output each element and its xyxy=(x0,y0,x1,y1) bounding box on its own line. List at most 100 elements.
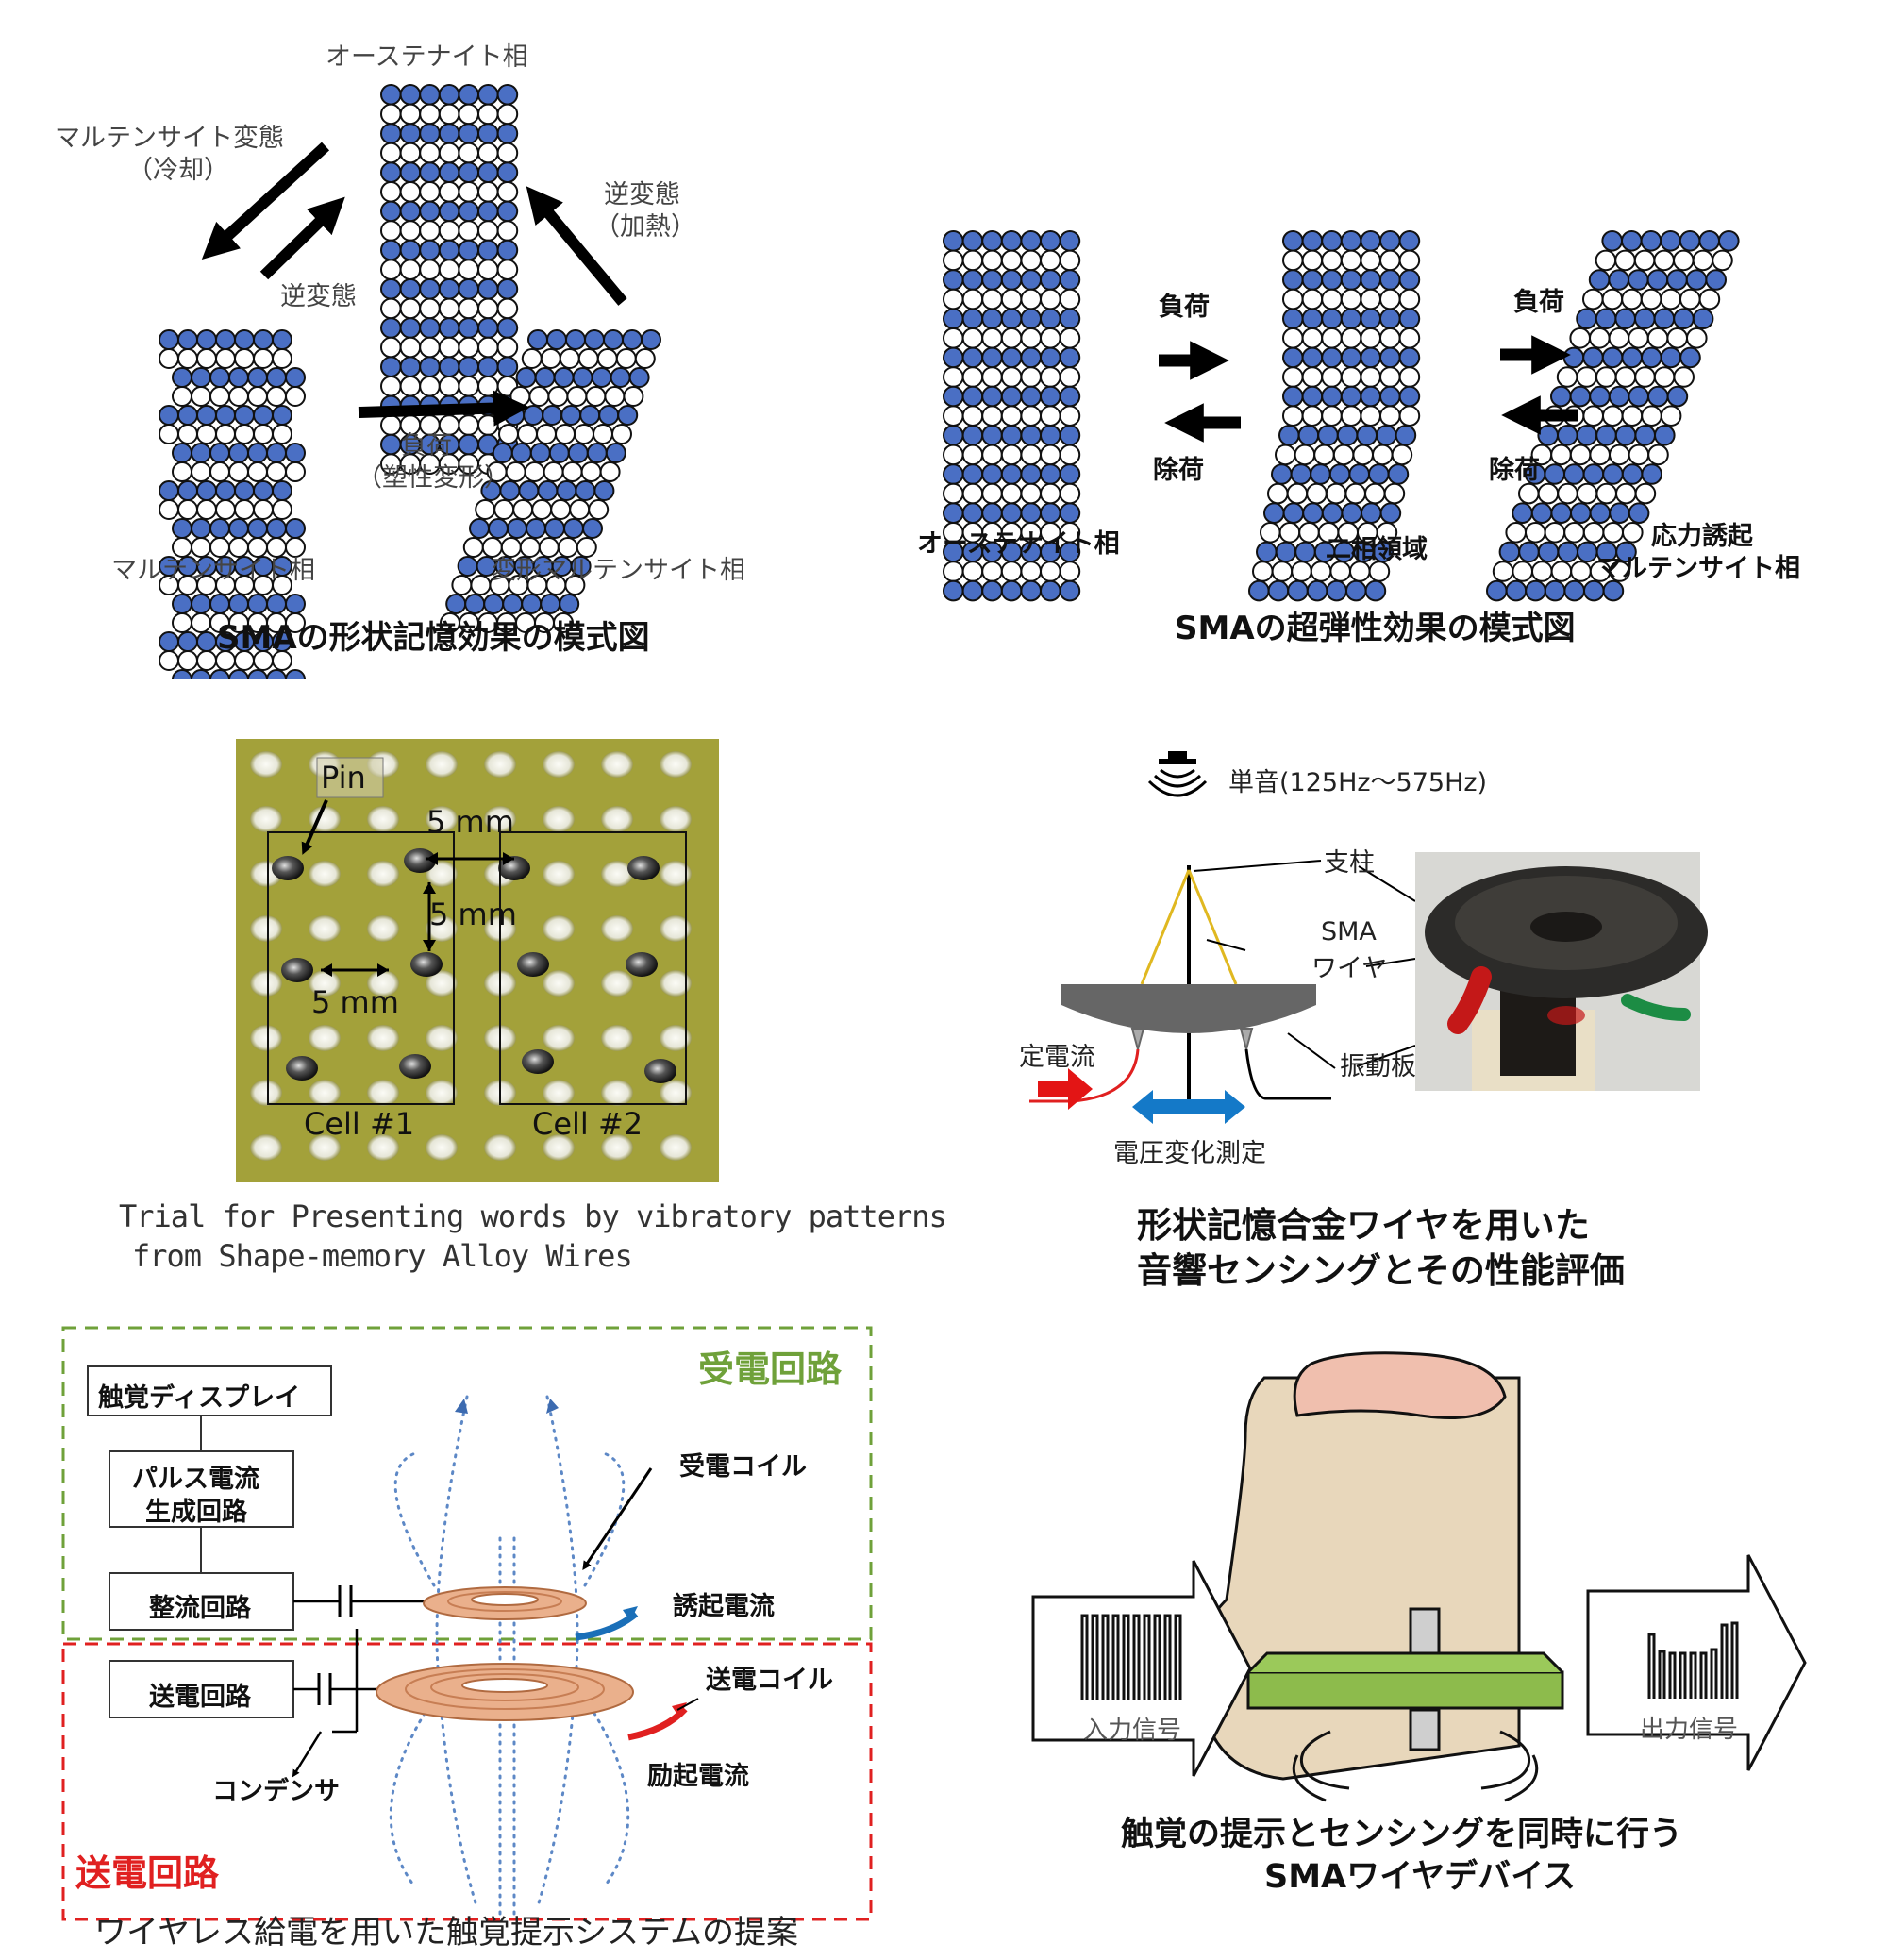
atom xyxy=(1537,541,1560,563)
pin xyxy=(404,848,436,873)
atom xyxy=(547,386,569,407)
pulse-label-1: パルス電流 xyxy=(132,1465,259,1494)
atom xyxy=(1020,288,1042,310)
pin xyxy=(286,1056,318,1081)
atom xyxy=(1340,327,1362,349)
current-arrow xyxy=(1038,1068,1093,1110)
atom xyxy=(961,561,984,582)
atom xyxy=(234,499,255,520)
atom xyxy=(961,579,984,602)
atom xyxy=(1576,425,1598,446)
atom xyxy=(961,444,984,466)
plastic-label: （塑性変形） xyxy=(357,463,509,493)
excitation-label: 励起電流 xyxy=(647,1762,749,1791)
atom xyxy=(215,405,236,426)
atom xyxy=(399,356,422,378)
wire-label: ワイヤ xyxy=(1311,954,1388,983)
atom xyxy=(498,424,519,444)
atom xyxy=(247,461,268,482)
signal-bar xyxy=(1163,1614,1172,1700)
atom xyxy=(1602,405,1624,427)
atom xyxy=(1020,385,1042,408)
atom xyxy=(1040,346,1061,369)
atom xyxy=(981,463,1003,485)
pcb-hole xyxy=(601,970,633,997)
atom xyxy=(1673,249,1695,272)
atom xyxy=(961,346,984,369)
atom xyxy=(502,594,524,614)
atom xyxy=(462,537,484,558)
atom xyxy=(234,480,255,501)
atom xyxy=(556,480,577,501)
two-phase-label: 二相領域 xyxy=(1326,535,1428,564)
pcb-hole xyxy=(660,861,692,887)
atom xyxy=(641,329,661,350)
atom xyxy=(1628,327,1649,349)
atom xyxy=(1059,463,1081,485)
atom xyxy=(1609,444,1630,466)
atom xyxy=(943,269,964,291)
cell-1-frame xyxy=(267,831,455,1105)
atom xyxy=(943,249,964,272)
atom xyxy=(943,385,964,408)
atom xyxy=(1550,444,1572,466)
atom xyxy=(1336,425,1359,446)
shape-memory-panel: オーステナイト相 マルテンサイト変態 （冷却） 逆変態 逆変態 （加熱） 負荷 … xyxy=(0,0,906,679)
atom xyxy=(1059,425,1081,446)
atom xyxy=(523,405,544,426)
atom xyxy=(1340,249,1362,272)
atom xyxy=(981,444,1003,466)
atom xyxy=(1512,561,1534,582)
signal-bar xyxy=(1720,1623,1729,1699)
atom xyxy=(1256,541,1278,563)
atom xyxy=(438,220,460,242)
atom xyxy=(1040,385,1061,408)
atom xyxy=(1530,502,1553,525)
atom xyxy=(1059,579,1081,602)
atom xyxy=(399,297,422,320)
load-label-1: 負荷 xyxy=(1159,293,1210,322)
atom xyxy=(380,376,402,397)
atom xyxy=(496,161,519,183)
input-signal-label: 入力信号 xyxy=(1083,1717,1182,1745)
atom xyxy=(177,405,198,426)
atom xyxy=(559,594,580,614)
load-label-2: 負荷 xyxy=(1513,288,1564,317)
atom xyxy=(1679,230,1701,252)
atom xyxy=(1282,308,1304,330)
atom xyxy=(544,518,565,539)
device-photo xyxy=(1415,852,1708,1091)
deformed-martensite-label: 変形マルテンサイト相 xyxy=(491,556,745,585)
atom xyxy=(285,537,306,558)
atom xyxy=(272,329,292,350)
martensite-transform-arrow xyxy=(201,142,330,260)
pin-array-panel: Pin 5 mm 5 mm 5 mm Cell #1 Cell #2 Trial… xyxy=(0,717,947,1283)
atom xyxy=(419,297,441,320)
atom xyxy=(1000,579,1023,602)
pcb-hole xyxy=(543,751,575,778)
atom xyxy=(177,480,198,501)
atom xyxy=(1698,288,1721,310)
atom xyxy=(458,142,480,164)
receive-circuit-frame xyxy=(61,1326,873,1641)
atom xyxy=(1379,230,1401,252)
atom xyxy=(285,386,306,407)
atom xyxy=(438,356,460,378)
atom xyxy=(228,669,249,679)
atom xyxy=(196,405,217,426)
unload-label-2: 除荷 xyxy=(1489,456,1540,485)
atom xyxy=(521,594,543,614)
atom xyxy=(1313,444,1335,466)
atom xyxy=(1679,288,1701,310)
plate xyxy=(1246,1670,1564,1710)
wireless-power-panel: 受電回路 触覚ディスプレイ パルス電流 生成回路 整流回路 受電コイル 誘起電流… xyxy=(0,1302,906,1960)
cell-2-label: Cell #2 xyxy=(532,1106,643,1142)
atom xyxy=(1301,288,1324,310)
atom xyxy=(1383,482,1406,505)
atom xyxy=(1550,561,1573,582)
atom xyxy=(604,386,626,407)
atom xyxy=(1301,249,1324,272)
atom xyxy=(1646,327,1669,349)
austenite-label: オーステナイト相 xyxy=(326,42,528,72)
atom xyxy=(477,239,499,261)
